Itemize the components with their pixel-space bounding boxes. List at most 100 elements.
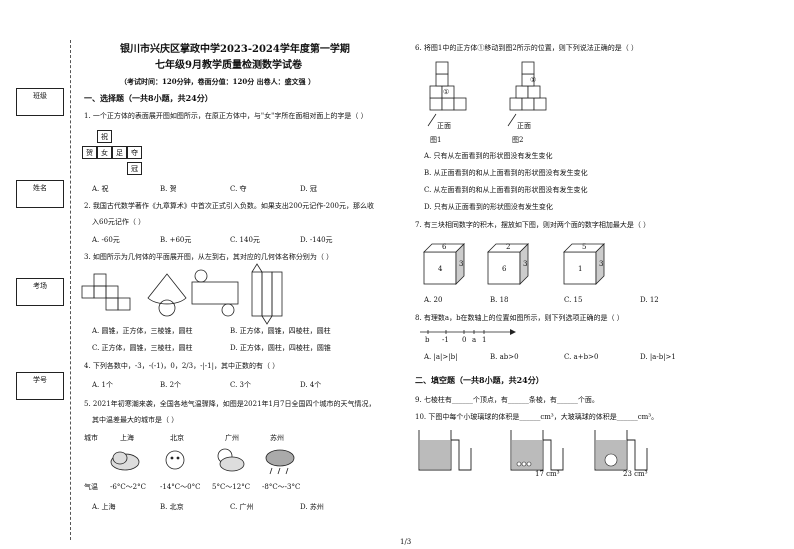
q7-cube1-side: 3 [459, 260, 464, 268]
q8-axis-neg1: -1 [442, 336, 449, 344]
q1-stem: 1. 一个正方体的表面展开图如图所示，在原正方体中，与"女"字所在面相对面上的字… [84, 112, 368, 120]
net-cell: 女 [97, 146, 112, 159]
name-label: 姓名 [33, 184, 47, 192]
q6-cube-stack-figure [427, 61, 547, 127]
q6-option-a: A. 只有从左面看到的形状图没有发生变化 [424, 152, 553, 160]
q2-option-d: D. -140元 [300, 236, 333, 244]
q5-temp-3: 5°C～12°C [212, 483, 251, 491]
page-number: 1/3 [400, 538, 412, 546]
exam-room-label: 考场 [33, 282, 47, 290]
q5-temp-2: -14°C～0°C [160, 483, 201, 491]
q1-cube-net: 祝 贺 女 足 夺 冠 [82, 130, 162, 178]
student-id-label: 学号 [33, 376, 47, 384]
q2-option-b: B. +60元 [160, 236, 192, 244]
q6-option-c: C. 从左面看到的和从上面看到的形状图没有发生变化 [424, 186, 588, 194]
q10-stem: 10. 下图中每个小玻璃球的体积是______cm³，大玻璃球的体积是_____… [415, 413, 659, 421]
q5-temp-1: -6°C～2°C [110, 483, 146, 491]
q8-axis-a: a [472, 336, 477, 344]
class-box: 班级 [16, 88, 64, 116]
q7-cube3-side: 3 [599, 260, 604, 268]
student-id-box: 学号 [16, 372, 64, 400]
q5-row-temp-label: 气温 [84, 483, 98, 491]
net-cell: 夺 [127, 146, 142, 159]
q6-cube-one-fig1: ① [443, 88, 450, 96]
q3-option-b: B. 正方体，圆锥，四棱柱，圆柱 [230, 327, 331, 335]
q1-option-b: B. 贺 [160, 185, 177, 193]
q5-row-city-label: 城市 [84, 434, 98, 442]
q8-option-c: C. a+b>0 [564, 353, 599, 361]
q2-option-a: A. -60元 [92, 236, 120, 244]
q6-stem: 6. 将图1中的正方体①移动到图2所示的位置，则下列说法正确的是（ ） [415, 44, 639, 52]
q8-stem: 8. 有理数a，b在数轴上的位置如图所示，则下列选项正确的是（ ） [415, 314, 624, 322]
q3-option-d: D. 正方体，圆柱，四棱柱，圆锥 [230, 344, 331, 352]
q6-option-d: D. 只有从正面看到的形状图没有发生变化 [424, 203, 553, 211]
q6-fig1-caption: 图1 [430, 136, 442, 144]
name-box: 姓名 [16, 180, 64, 208]
q5-stem-line1: 5. 2021年初寒潮来袭，全国各地气温骤降，如图是2021年1月7日全国四个城… [84, 400, 376, 408]
q5-weather-icons [110, 448, 295, 475]
net-cell: 祝 [97, 130, 112, 143]
q3-nets-figure [81, 263, 283, 325]
q4-option-d: D. 4个 [300, 381, 322, 389]
q5-city-3: 广州 [225, 434, 239, 442]
q5-city-1: 上海 [120, 434, 134, 442]
q6-option-b: B. 从正面看到的和从上面看到的形状图没有发生变化 [424, 169, 588, 177]
cloud-icon [110, 451, 140, 471]
section-1-title: 一、选择题（一共8小题，共24分） [84, 93, 213, 103]
sun-icon [165, 450, 185, 470]
exam-title: 银川市兴庆区掌政中学2023-2024学年度第一学期 [120, 44, 350, 55]
q2-option-c: C. 140元 [230, 236, 260, 244]
q8-axis-0: 0 [462, 336, 467, 344]
q7-cube2-top: 2 [506, 243, 511, 251]
q1-option-c: C. 夺 [230, 185, 247, 193]
q5-option-a: A. 上海 [92, 503, 116, 511]
q6-fig2-caption: 图2 [512, 136, 524, 144]
net-cell: 贺 [82, 146, 97, 159]
rain-cloud-icon [265, 449, 295, 475]
q8-number-line [420, 329, 516, 335]
q8-axis-b: b [425, 336, 430, 344]
q5-stem-line2: 其中温差最大的城市是（ ） [92, 416, 179, 424]
q7-option-d: D. 12 [640, 296, 659, 304]
q5-option-d: D. 苏州 [300, 503, 324, 511]
q6-front-label-2: 正面 [517, 122, 531, 130]
q7-cube1-front: 4 [438, 265, 443, 273]
q3-option-a: A. 圆锥，正方体，三棱锥，圆柱 [92, 327, 193, 335]
sun-cloud-icon [217, 448, 245, 472]
q7-cubes-figure [423, 243, 605, 285]
q4-stem: 4. 下列各数中，-3，-(-1)，0，2/3，-|-1|，其中正数的有（ ） [84, 362, 280, 370]
q7-cube3-top: 5 [582, 243, 587, 251]
q1-option-d: D. 冠 [300, 185, 317, 193]
q7-option-a: A. 20 [424, 296, 443, 304]
q4-option-b: B. 2个 [160, 381, 182, 389]
q7-stem: 7. 有三块相同数字的积木，摆放如下图，则对两个面的数字相加最大是（ ） [415, 221, 651, 229]
exam-subtitle: 七年级9月教学质量检测数学试卷 [155, 60, 302, 71]
q6-front-label-1: 正面 [437, 122, 451, 130]
q7-cube2-side: 3 [523, 260, 528, 268]
q7-cube3-front: 1 [578, 265, 583, 273]
q7-option-b: B. 18 [490, 296, 509, 304]
q5-city-4: 苏州 [270, 434, 284, 442]
q7-cube1-top: 6 [442, 243, 447, 251]
q2-stem-line2: 入60元记作（ ） [92, 218, 146, 226]
q5-city-2: 北京 [170, 434, 184, 442]
q10-volume-1: 17 cm³ [535, 470, 560, 478]
q8-option-a: A. |a|>|b| [424, 353, 458, 361]
q6-cube-one-fig2: ① [530, 76, 537, 84]
q4-option-a: A. 1个 [92, 381, 113, 389]
q5-option-b: B. 北京 [160, 503, 184, 511]
q7-cube2-front: 6 [502, 265, 507, 273]
q9-stem: 9. 七棱柱有______个顶点，有______条棱，有______个面。 [415, 396, 599, 404]
q10-beakers-figure [418, 430, 648, 471]
class-label: 班级 [33, 92, 47, 100]
q10-volume-2: 23 cm³ [623, 470, 648, 478]
net-cell: 冠 [127, 162, 142, 175]
q3-option-c: C. 正方体，圆锥，三棱柱，圆柱 [92, 344, 193, 352]
section-2-title: 二、填空题（一共8小题，共24分） [415, 375, 544, 385]
exam-room-box: 考场 [16, 278, 64, 306]
q8-option-b: B. ab>0 [490, 353, 519, 361]
q5-temp-4: -8°C～-3°C [262, 483, 301, 491]
q2-stem-line1: 2. 我国古代数学著作《九章算术》中首次正式引入负数。如果支出200元记作-20… [84, 202, 374, 210]
q5-option-c: C. 广州 [230, 503, 254, 511]
exam-info: （考试时间：120分钟，卷面分值：120分 出卷人：盛文强 ） [120, 77, 316, 86]
